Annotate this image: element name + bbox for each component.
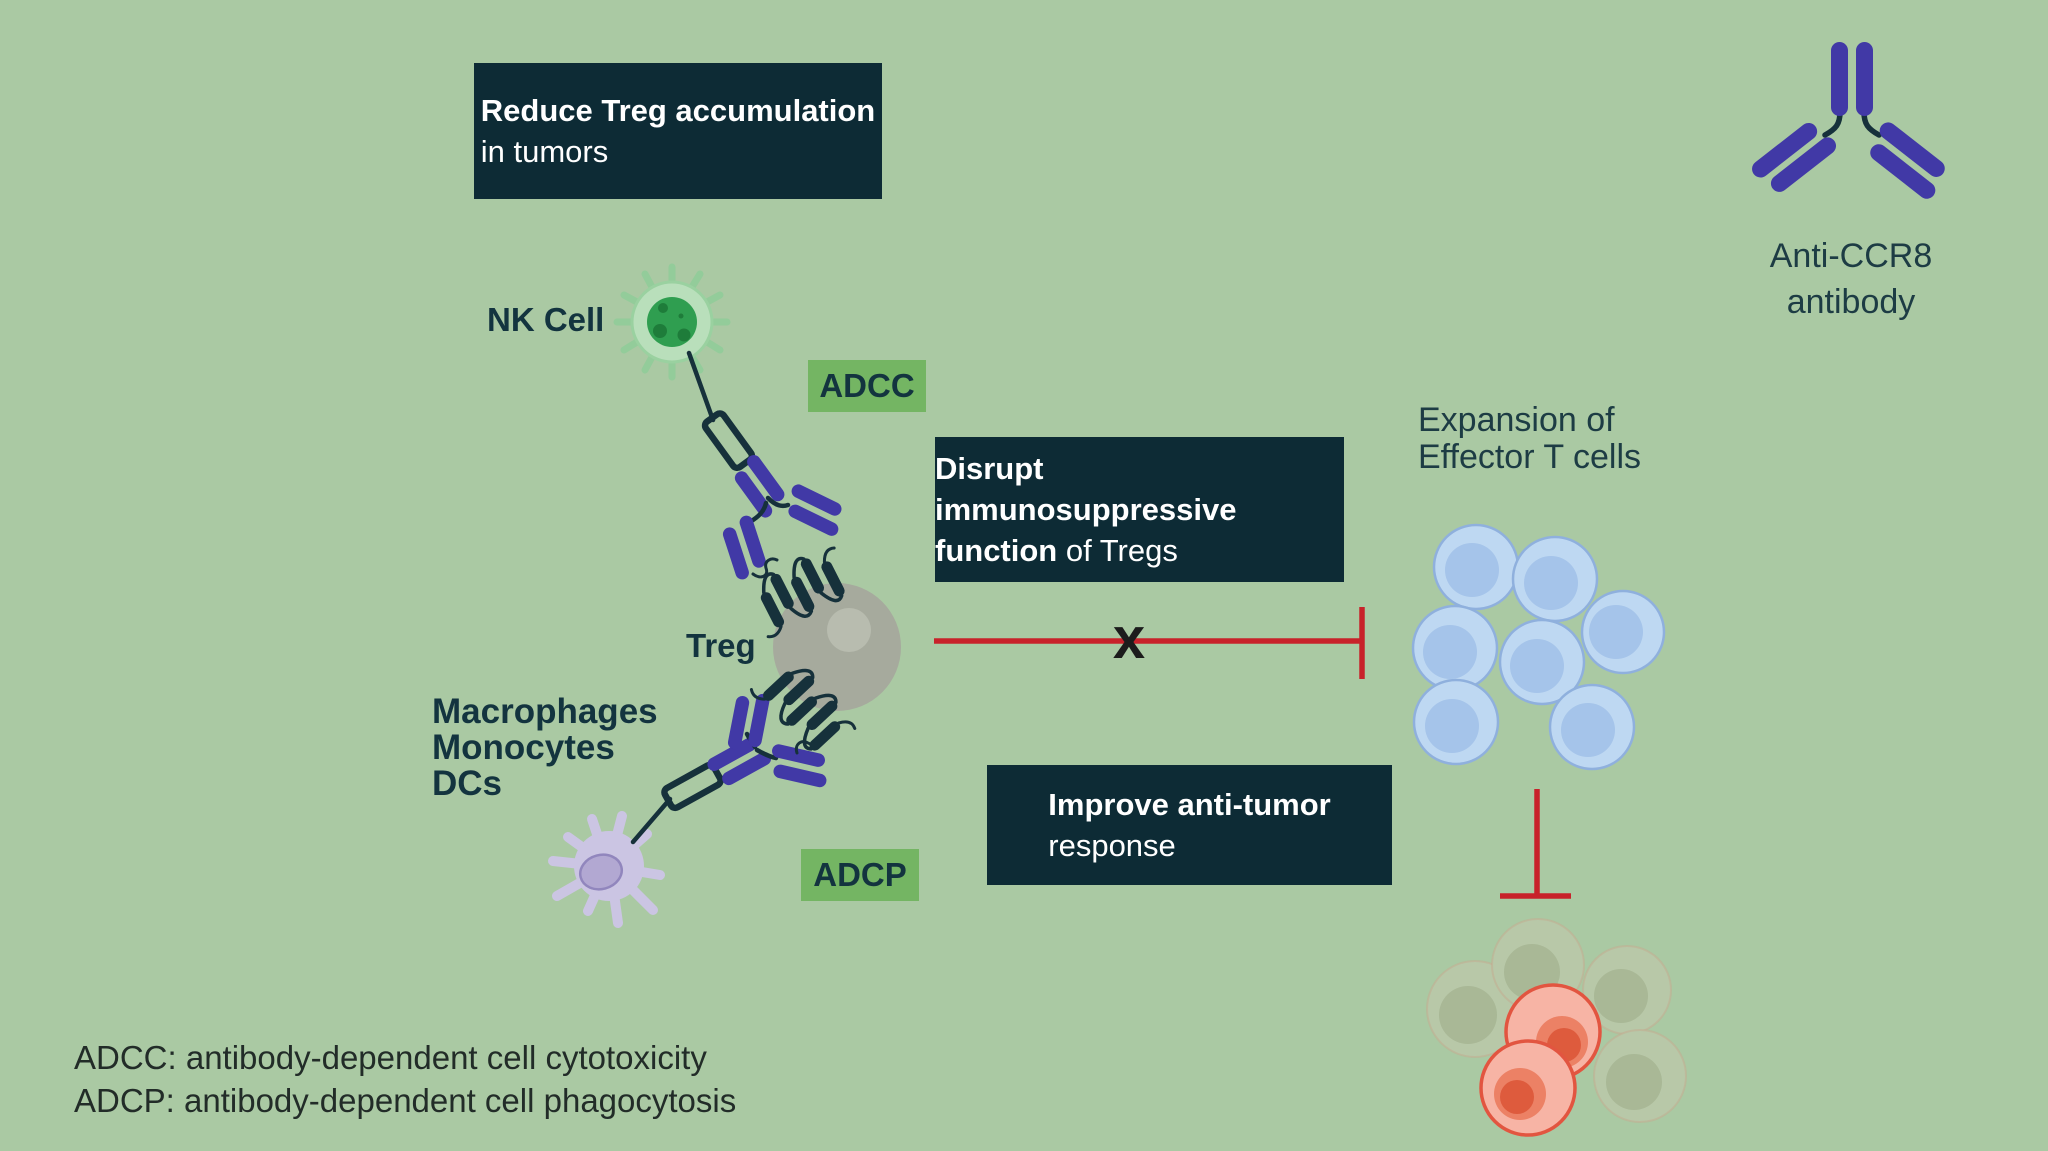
disrupt-function-panel: Disrupt immunosuppressive function of Tr… — [935, 437, 1344, 582]
disrupt-bold-line2: function — [935, 533, 1058, 568]
reduce-treg-panel: Reduce Treg accumulation in tumors — [474, 63, 882, 199]
effector-t-cells-icon — [1411, 523, 1666, 771]
inhibition-line-tregs — [934, 607, 1365, 679]
adcc-chip: ADCC — [808, 360, 926, 412]
legend: ADCC: antibody-dependent cell cytotoxici… — [74, 1036, 736, 1122]
nk-cell-icon — [613, 263, 731, 381]
reduce-treg-bold-text: Reduce Treg accumulation — [480, 93, 876, 128]
nk-antibody-icon — [686, 350, 850, 582]
adcp-chip: ADCP — [801, 849, 919, 901]
monocytes-label: Monocytes — [432, 728, 615, 767]
tumor-cells-icon — [1426, 918, 1687, 1137]
blocked-x-symbol: x — [1112, 606, 1146, 671]
nk-cell-label: NK Cell — [487, 301, 605, 338]
anti-ccr8-line2: antibody — [1786, 283, 1916, 321]
myeloid-cells-label: Macrophages Monocytes DCs — [432, 694, 658, 802]
reduce-treg-regular-text: in tumors — [480, 134, 609, 169]
improve-regular-text: response — [1048, 828, 1176, 863]
inhibition-line-tumor — [1500, 789, 1571, 899]
improve-response-panel: Improve anti-tumor response — [987, 765, 1392, 885]
treg-label: Treg — [686, 627, 756, 664]
anti-ccr8-antibody-icon — [1752, 42, 1945, 199]
disrupt-bold-line1: Disrupt immunosuppressive — [935, 451, 1237, 527]
disrupt-regular-line2: of Tregs — [1057, 533, 1178, 568]
dcs-label: DCs — [432, 764, 503, 803]
expansion-label: Expansion of Effector T cells — [1418, 402, 1641, 476]
macrophage-icon — [548, 811, 665, 928]
macrophages-label: Macrophages — [432, 692, 658, 731]
expansion-line2: Effector T cells — [1418, 438, 1641, 476]
legend-adcp-definition: ADCP: antibody-dependent cell phagocytos… — [74, 1082, 737, 1119]
expansion-line1: Expansion of — [1418, 401, 1615, 439]
improve-bold-text: Improve anti-tumor — [1048, 787, 1331, 822]
anti-ccr8-line1: Anti-CCR8 — [1769, 237, 1933, 275]
legend-adcc-definition: ADCC: antibody-dependent cell cytotoxici… — [74, 1039, 707, 1076]
anti-ccr8-label: Anti-CCR8 antibody — [1746, 233, 1956, 325]
